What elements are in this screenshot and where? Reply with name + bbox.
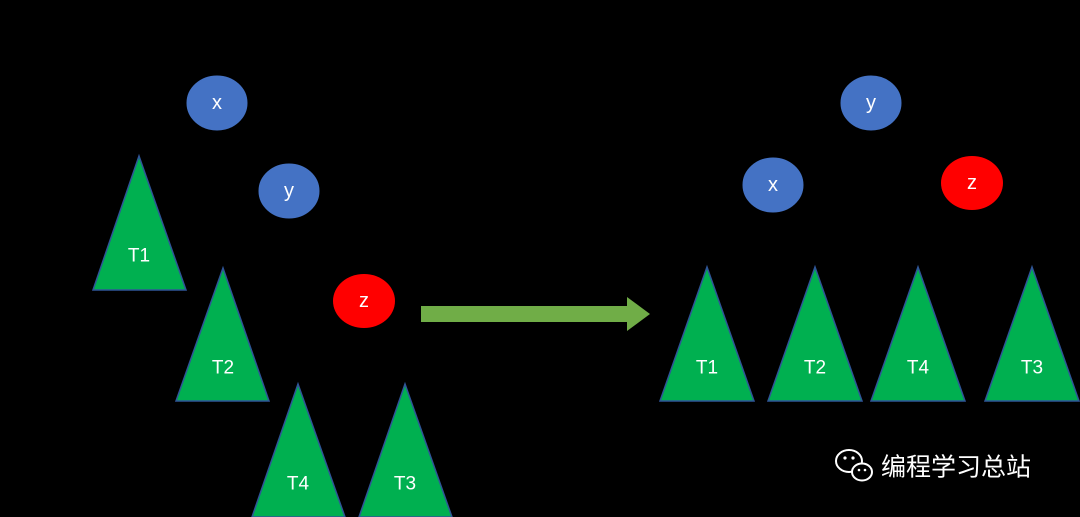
arrow-shape xyxy=(421,297,650,331)
arrow-right-icon xyxy=(421,297,650,331)
subtree-triangle xyxy=(91,153,188,291)
subtree-triangle xyxy=(251,381,346,517)
node-label: y xyxy=(284,180,294,202)
subtree-label: T4 xyxy=(287,474,310,495)
node-label: y xyxy=(866,92,876,114)
after-node-y: y xyxy=(840,75,902,131)
after-subtree-t1: T1 xyxy=(658,264,756,402)
node-label: z xyxy=(359,290,369,312)
subtree-triangle xyxy=(766,264,864,402)
after-subtree-t4: T4 xyxy=(869,264,967,402)
subtree-label: T2 xyxy=(212,358,234,379)
node-circle xyxy=(840,75,902,131)
before-node-x: x xyxy=(186,75,248,131)
subtree-triangle xyxy=(174,265,271,402)
after-node-x: x xyxy=(742,157,804,213)
before-subtree-t3: T3 xyxy=(358,381,453,517)
wechat-icon xyxy=(835,449,873,482)
after-subtree-t3: T3 xyxy=(983,264,1080,402)
node-circle xyxy=(333,274,395,328)
watermark: 编程学习总站 xyxy=(835,449,1031,482)
after-tree: y x z T1 T2 T4 T3 xyxy=(658,75,1080,402)
subtree-triangle xyxy=(658,264,756,402)
node-label: z xyxy=(967,172,977,194)
before-node-z: z xyxy=(333,274,395,328)
subtree-triangle xyxy=(983,264,1080,402)
node-circle xyxy=(186,75,248,131)
subtree-triangle xyxy=(358,381,453,517)
node-label: x xyxy=(212,92,222,114)
after-node-z: z xyxy=(941,156,1003,210)
subtree-label: T4 xyxy=(907,358,930,379)
before-node-y: y xyxy=(258,163,320,219)
before-tree: x y z T1 T2 T4 T3 xyxy=(91,75,453,517)
before-subtree-t2: T2 xyxy=(174,265,271,402)
node-circle xyxy=(941,156,1003,210)
node-label: x xyxy=(768,174,778,196)
subtree-label: T2 xyxy=(804,358,826,379)
before-subtree-t1: T1 xyxy=(91,153,188,291)
subtree-triangle xyxy=(869,264,967,402)
after-subtree-t2: T2 xyxy=(766,264,864,402)
subtree-label: T1 xyxy=(696,358,718,379)
subtree-label: T1 xyxy=(128,246,150,267)
subtree-label: T3 xyxy=(1021,358,1043,379)
node-circle xyxy=(742,157,804,213)
subtree-label: T3 xyxy=(394,474,416,495)
node-circle xyxy=(258,163,320,219)
watermark-text: 编程学习总站 xyxy=(881,453,1031,482)
before-subtree-t4: T4 xyxy=(251,381,346,517)
